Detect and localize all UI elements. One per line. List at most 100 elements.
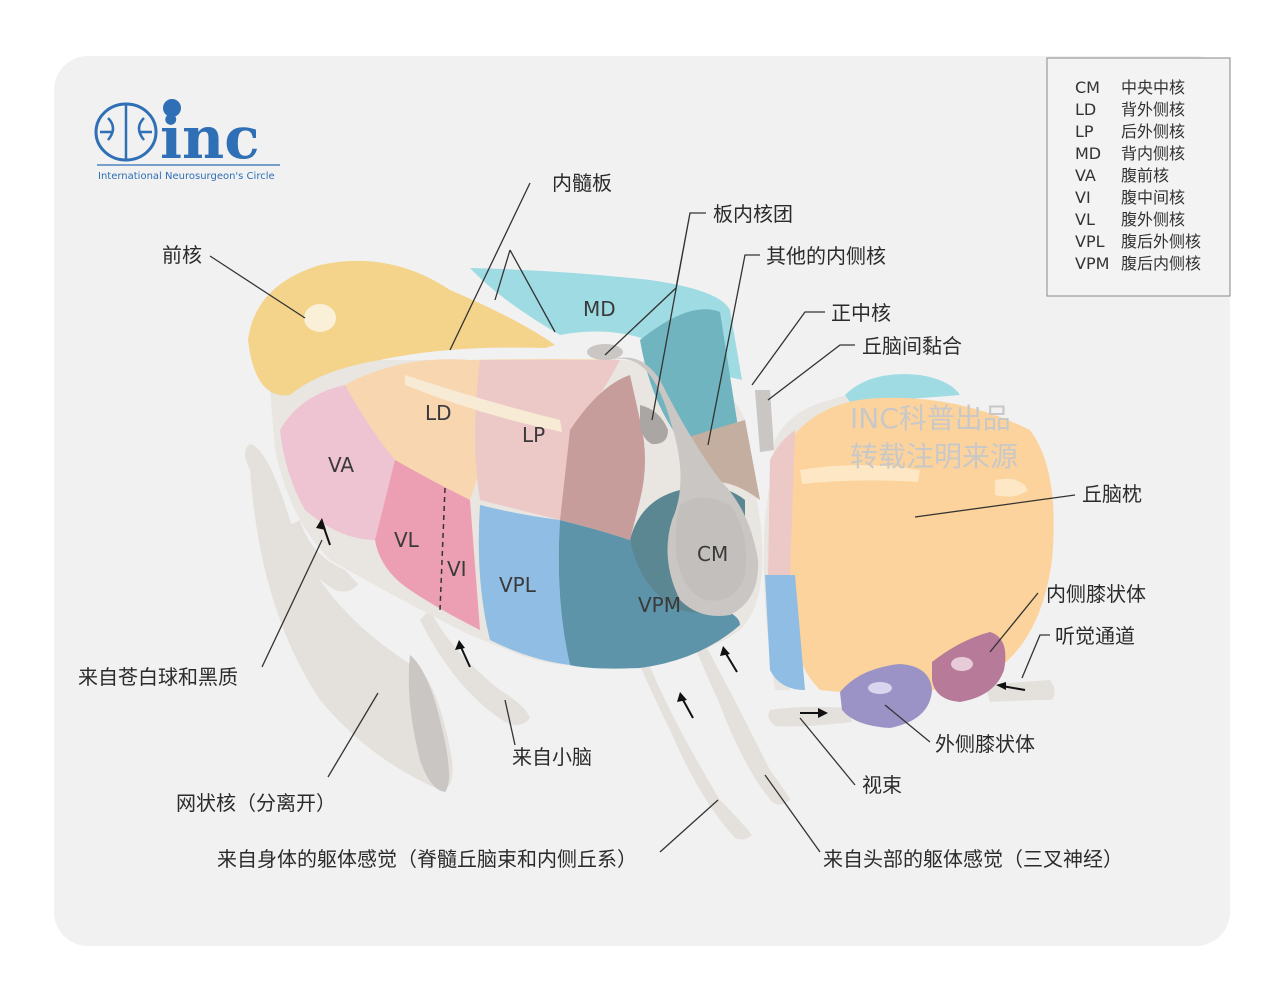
leader-midline — [751, 311, 825, 386]
label-va: VA — [328, 453, 354, 477]
right-thalamus — [763, 374, 1054, 728]
legend-name: 腹后内侧核 — [1121, 254, 1201, 273]
callout-auditory-pathway: 听觉通道 — [1055, 624, 1135, 648]
leader-pulvinar — [914, 494, 1076, 518]
pallidal-tract — [290, 520, 358, 592]
logo-wordmark: inc — [160, 104, 260, 172]
leader-head-sensory — [764, 774, 821, 853]
callout-medial-geniculate-body: 内侧膝状体 — [1046, 582, 1146, 606]
lp-medial-region — [560, 375, 645, 540]
arrow-icon — [800, 708, 828, 718]
legend-abbr: VA — [1075, 166, 1096, 185]
reticular-nucleus — [245, 444, 453, 790]
right-md — [845, 374, 960, 402]
callout-from-cerebellum: 来自小脑 — [512, 745, 592, 769]
legend-box — [1046, 57, 1231, 297]
lgb-highlight — [868, 682, 892, 694]
legend-abbr: VI — [1075, 188, 1091, 207]
arrow-icon — [677, 692, 694, 719]
right-vpl — [765, 575, 805, 690]
callout-pulvinar: 丘脑枕 — [1082, 482, 1142, 506]
trigeminal-tract — [690, 635, 790, 805]
label-vpl: VPL — [499, 573, 537, 597]
arrow-icon — [720, 646, 738, 673]
watermark: INC科普出品 转载注明来源 — [850, 402, 1018, 473]
left-thalamus — [248, 260, 774, 669]
leader-optic-tract — [799, 717, 856, 786]
callout-anterior-nucleus: 前核 — [162, 243, 202, 267]
callout-internal-medullary-lamina: 内髓板 — [552, 171, 612, 195]
lateral-geniculate-body — [840, 664, 932, 728]
leader-intralaminar — [604, 212, 706, 421]
legend-name: 中央中核 — [1121, 78, 1185, 97]
legend-name: 腹中间核 — [1121, 188, 1185, 207]
leader-lines — [209, 182, 1076, 853]
callout-optic-tract: 视束 — [862, 773, 902, 797]
legend-name: 腹后外侧核 — [1121, 232, 1201, 251]
label-cm: CM — [697, 542, 728, 566]
callout-other-medial-nuclei: 其他的内侧核 — [766, 244, 886, 268]
anterior-highlight — [304, 304, 336, 332]
arrow-icon — [455, 640, 471, 668]
vpl-nucleus — [478, 505, 570, 665]
leader-internal-medullary-lamina — [449, 182, 556, 351]
arrow-icon — [996, 682, 1026, 691]
callout-interthalamic-adhesion: 丘脑间黏合 — [862, 334, 962, 358]
callout-lateral-geniculate-body: 外侧膝状体 — [935, 732, 1035, 756]
label-md: MD — [583, 297, 616, 321]
legend-abbr: LP — [1075, 122, 1094, 141]
md-nucleus — [470, 268, 742, 380]
legend-abbr: CM — [1075, 78, 1100, 97]
vpm-nucleus — [558, 520, 740, 669]
callout-from-head-somatosensory: 来自头部的躯体感觉（三叉神经） — [823, 847, 1123, 871]
leader-anterior — [209, 255, 306, 319]
label-vpm: VPM — [638, 593, 681, 617]
callout-intralaminar-nuclei: 板内核团 — [713, 202, 793, 226]
legend-abbr: LD — [1075, 100, 1096, 119]
reticular-nucleus-shadow — [408, 655, 449, 792]
callout-labels: 内髓板 板内核团 前核 其他的内侧核 正中核 丘脑间黏合 丘脑枕 内侧膝状体 听… — [78, 171, 1146, 871]
legend-name: 腹外侧核 — [1121, 210, 1185, 229]
label-ld: LD — [425, 401, 452, 425]
leader-other-medial — [707, 254, 760, 446]
leader-auditory — [1021, 634, 1050, 679]
label-vl: VL — [394, 528, 420, 552]
cerebellar-tract — [420, 610, 530, 726]
leader-reticular — [327, 692, 379, 778]
va-nucleus — [280, 385, 395, 540]
leader-adhesion — [767, 344, 855, 401]
brain-icon — [94, 102, 158, 162]
watermark-line2: 转载注明来源 — [850, 440, 1018, 473]
logo-dot — [163, 99, 181, 117]
lp-nucleus — [475, 360, 620, 520]
right-lp — [768, 430, 795, 575]
interthalamic-adhesion-shape — [755, 390, 774, 452]
callout-from-body-somatosensory: 来自身体的躯体感觉（脊髓丘脑束和内侧丘系） — [217, 847, 637, 871]
mgb-highlight — [951, 657, 973, 671]
internal-medullary-lamina — [405, 375, 562, 432]
legend-abbr: MD — [1075, 144, 1101, 163]
leader-cerebellum — [504, 699, 516, 746]
arrows — [316, 518, 1026, 719]
callout-reticular-nucleus: 网状核（分离开） — [176, 791, 336, 815]
leader-body-sensory — [659, 799, 719, 853]
spinothalamic-tract — [630, 640, 752, 840]
legend-name: 背内侧核 — [1121, 144, 1185, 163]
legend-abbr: VPM — [1075, 254, 1109, 273]
callout-midline-nucleus: 正中核 — [831, 301, 891, 325]
anterior-nucleus — [248, 260, 555, 396]
cm-nucleus — [675, 497, 746, 601]
intralaminar-nucleus — [640, 405, 668, 445]
legend-abbr: VPL — [1075, 232, 1105, 251]
optic-tract-shape — [768, 706, 852, 727]
label-vi: VI — [447, 557, 467, 581]
arrow-icon — [316, 518, 331, 546]
region-labels: MD LD LP VA VL VI VPL VPM CM — [328, 297, 728, 617]
vl-nucleus — [375, 460, 480, 630]
leader-pallidal — [261, 539, 323, 668]
legend-name: 后外侧核 — [1121, 122, 1185, 141]
pulvinar-highlight — [995, 478, 1028, 497]
legend-name: 背外侧核 — [1121, 100, 1185, 119]
